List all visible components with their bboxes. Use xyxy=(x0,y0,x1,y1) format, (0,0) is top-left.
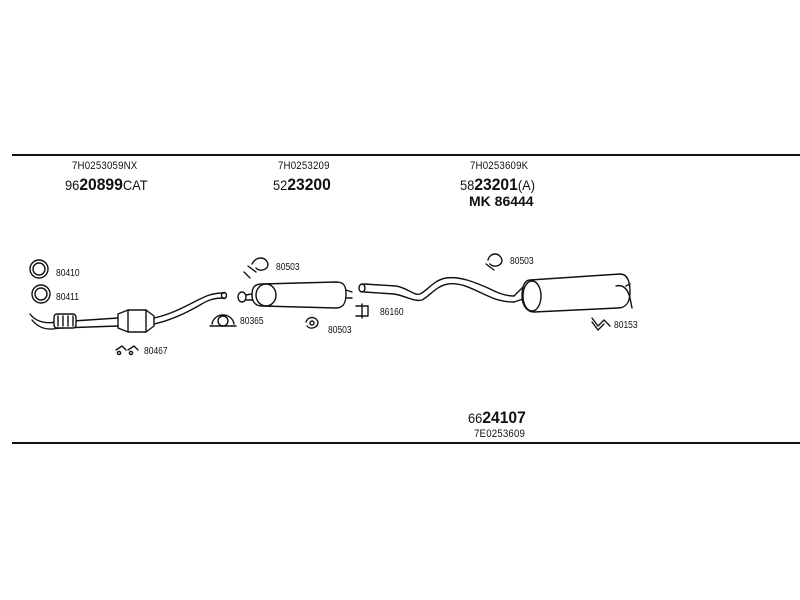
middle-part-ref: 7H0253209 xyxy=(278,160,330,172)
middle-part-prefix: 52 xyxy=(273,177,288,193)
hanger-80503-a-icon xyxy=(243,257,269,279)
middle-silencer xyxy=(237,281,353,309)
label-80503-b: 80503 xyxy=(328,325,352,336)
front-part-main: 20899 xyxy=(79,175,123,194)
kit-part-ref: 7E0253609 xyxy=(474,428,526,440)
rear-part-main: 23201 xyxy=(474,175,518,194)
front-part-suffix: CAT xyxy=(122,177,148,193)
kit-part-main: 24107 xyxy=(482,408,526,427)
ring-80410-icon xyxy=(29,259,49,279)
front-part-prefix: 96 xyxy=(65,177,80,193)
middle-part-number: 5223200 xyxy=(273,175,331,195)
rear-part-number: 5823201(A) xyxy=(460,175,535,195)
top-divider xyxy=(12,154,800,156)
front-part-number: 9620899CAT xyxy=(65,175,148,195)
hanger-80503-b-icon xyxy=(305,316,319,329)
rear-part-prefix: 58 xyxy=(460,177,475,193)
rear-part-suffix: (A) xyxy=(517,177,536,193)
clamp-80467-icon xyxy=(115,345,139,356)
clamp-80153-icon xyxy=(591,317,611,331)
kit-part-number: 6624107 xyxy=(468,408,526,428)
front-pipe-catalyst xyxy=(29,291,228,333)
hanger-80503-c-icon xyxy=(485,253,503,271)
clamp-86160-icon xyxy=(355,303,369,319)
label-80153: 80153 xyxy=(614,320,638,331)
label-86160: 86160 xyxy=(380,307,404,318)
label-80410: 80410 xyxy=(56,268,80,279)
bottom-divider xyxy=(12,442,800,444)
rear-silencer xyxy=(513,273,633,313)
rear-mk-code: MK 86444 xyxy=(469,193,534,209)
label-80467: 80467 xyxy=(144,346,168,357)
middle-part-main: 23200 xyxy=(287,175,331,194)
label-80365: 80365 xyxy=(240,316,264,327)
label-80503-c: 80503 xyxy=(510,256,534,267)
kit-part-prefix: 66 xyxy=(468,410,483,426)
rear-part-ref: 7H0253609K xyxy=(470,160,529,172)
clamp-80365-icon xyxy=(209,314,237,327)
label-80503-a: 80503 xyxy=(276,262,300,273)
front-part-ref: 7H0253059NX xyxy=(72,160,138,172)
intermediate-pipe xyxy=(358,276,515,303)
ring-80411-icon xyxy=(31,284,51,304)
label-80411: 80411 xyxy=(56,292,80,303)
